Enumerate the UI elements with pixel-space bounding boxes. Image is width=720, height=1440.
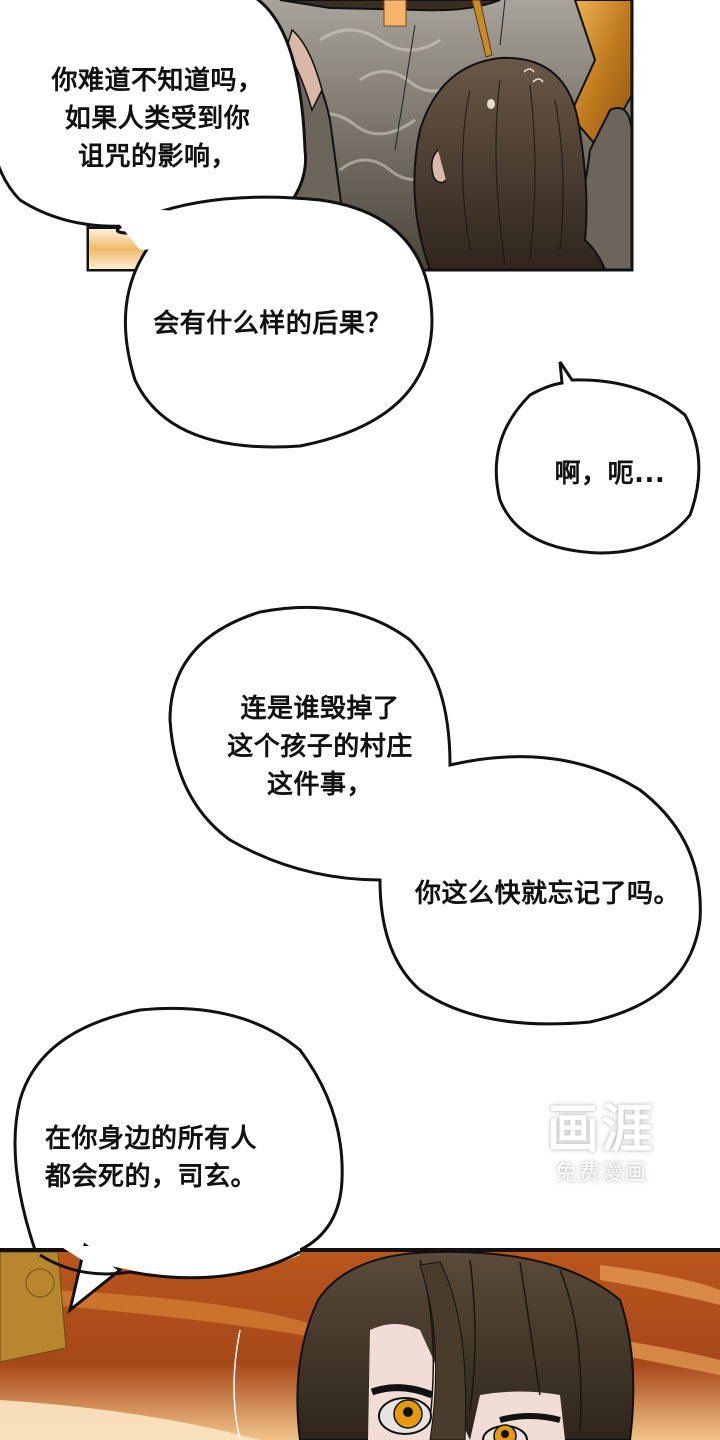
dialogue-bubble-3: 啊，呃... [554, 459, 666, 489]
speech-bubble-6 [13, 1006, 344, 1252]
speech-bubble-2 [116, 195, 434, 449]
speech-bubble-3 [494, 361, 701, 555]
dialogue-bubble-2: 会有什么样的后果？ [153, 309, 392, 339]
watermark: 画涯 免费漫画 [536, 1100, 666, 1188]
dialogue-bubble-1: 你难道不知道吗， 如果人类受到你 诅咒的影响， [51, 66, 264, 172]
dialogue-bubble-6: 在你身边的所有人 都会死的，司玄。 [45, 1124, 258, 1192]
dialogue-bubble-5: 你这么快就忘记了吗。 [414, 879, 680, 909]
eye-left [378, 1397, 432, 1435]
watermark-tagline: 免费漫画 [554, 1161, 647, 1186]
speech-bubble-4 [168, 605, 702, 1026]
watermark-logo: 画涯 [546, 1100, 655, 1160]
bottom-panel [0, 1242, 720, 1440]
dialogue-bubble-4: 连是谁毁掉了 这个孩子的村庄 这件事， [227, 694, 413, 800]
eye-right [482, 1424, 528, 1440]
